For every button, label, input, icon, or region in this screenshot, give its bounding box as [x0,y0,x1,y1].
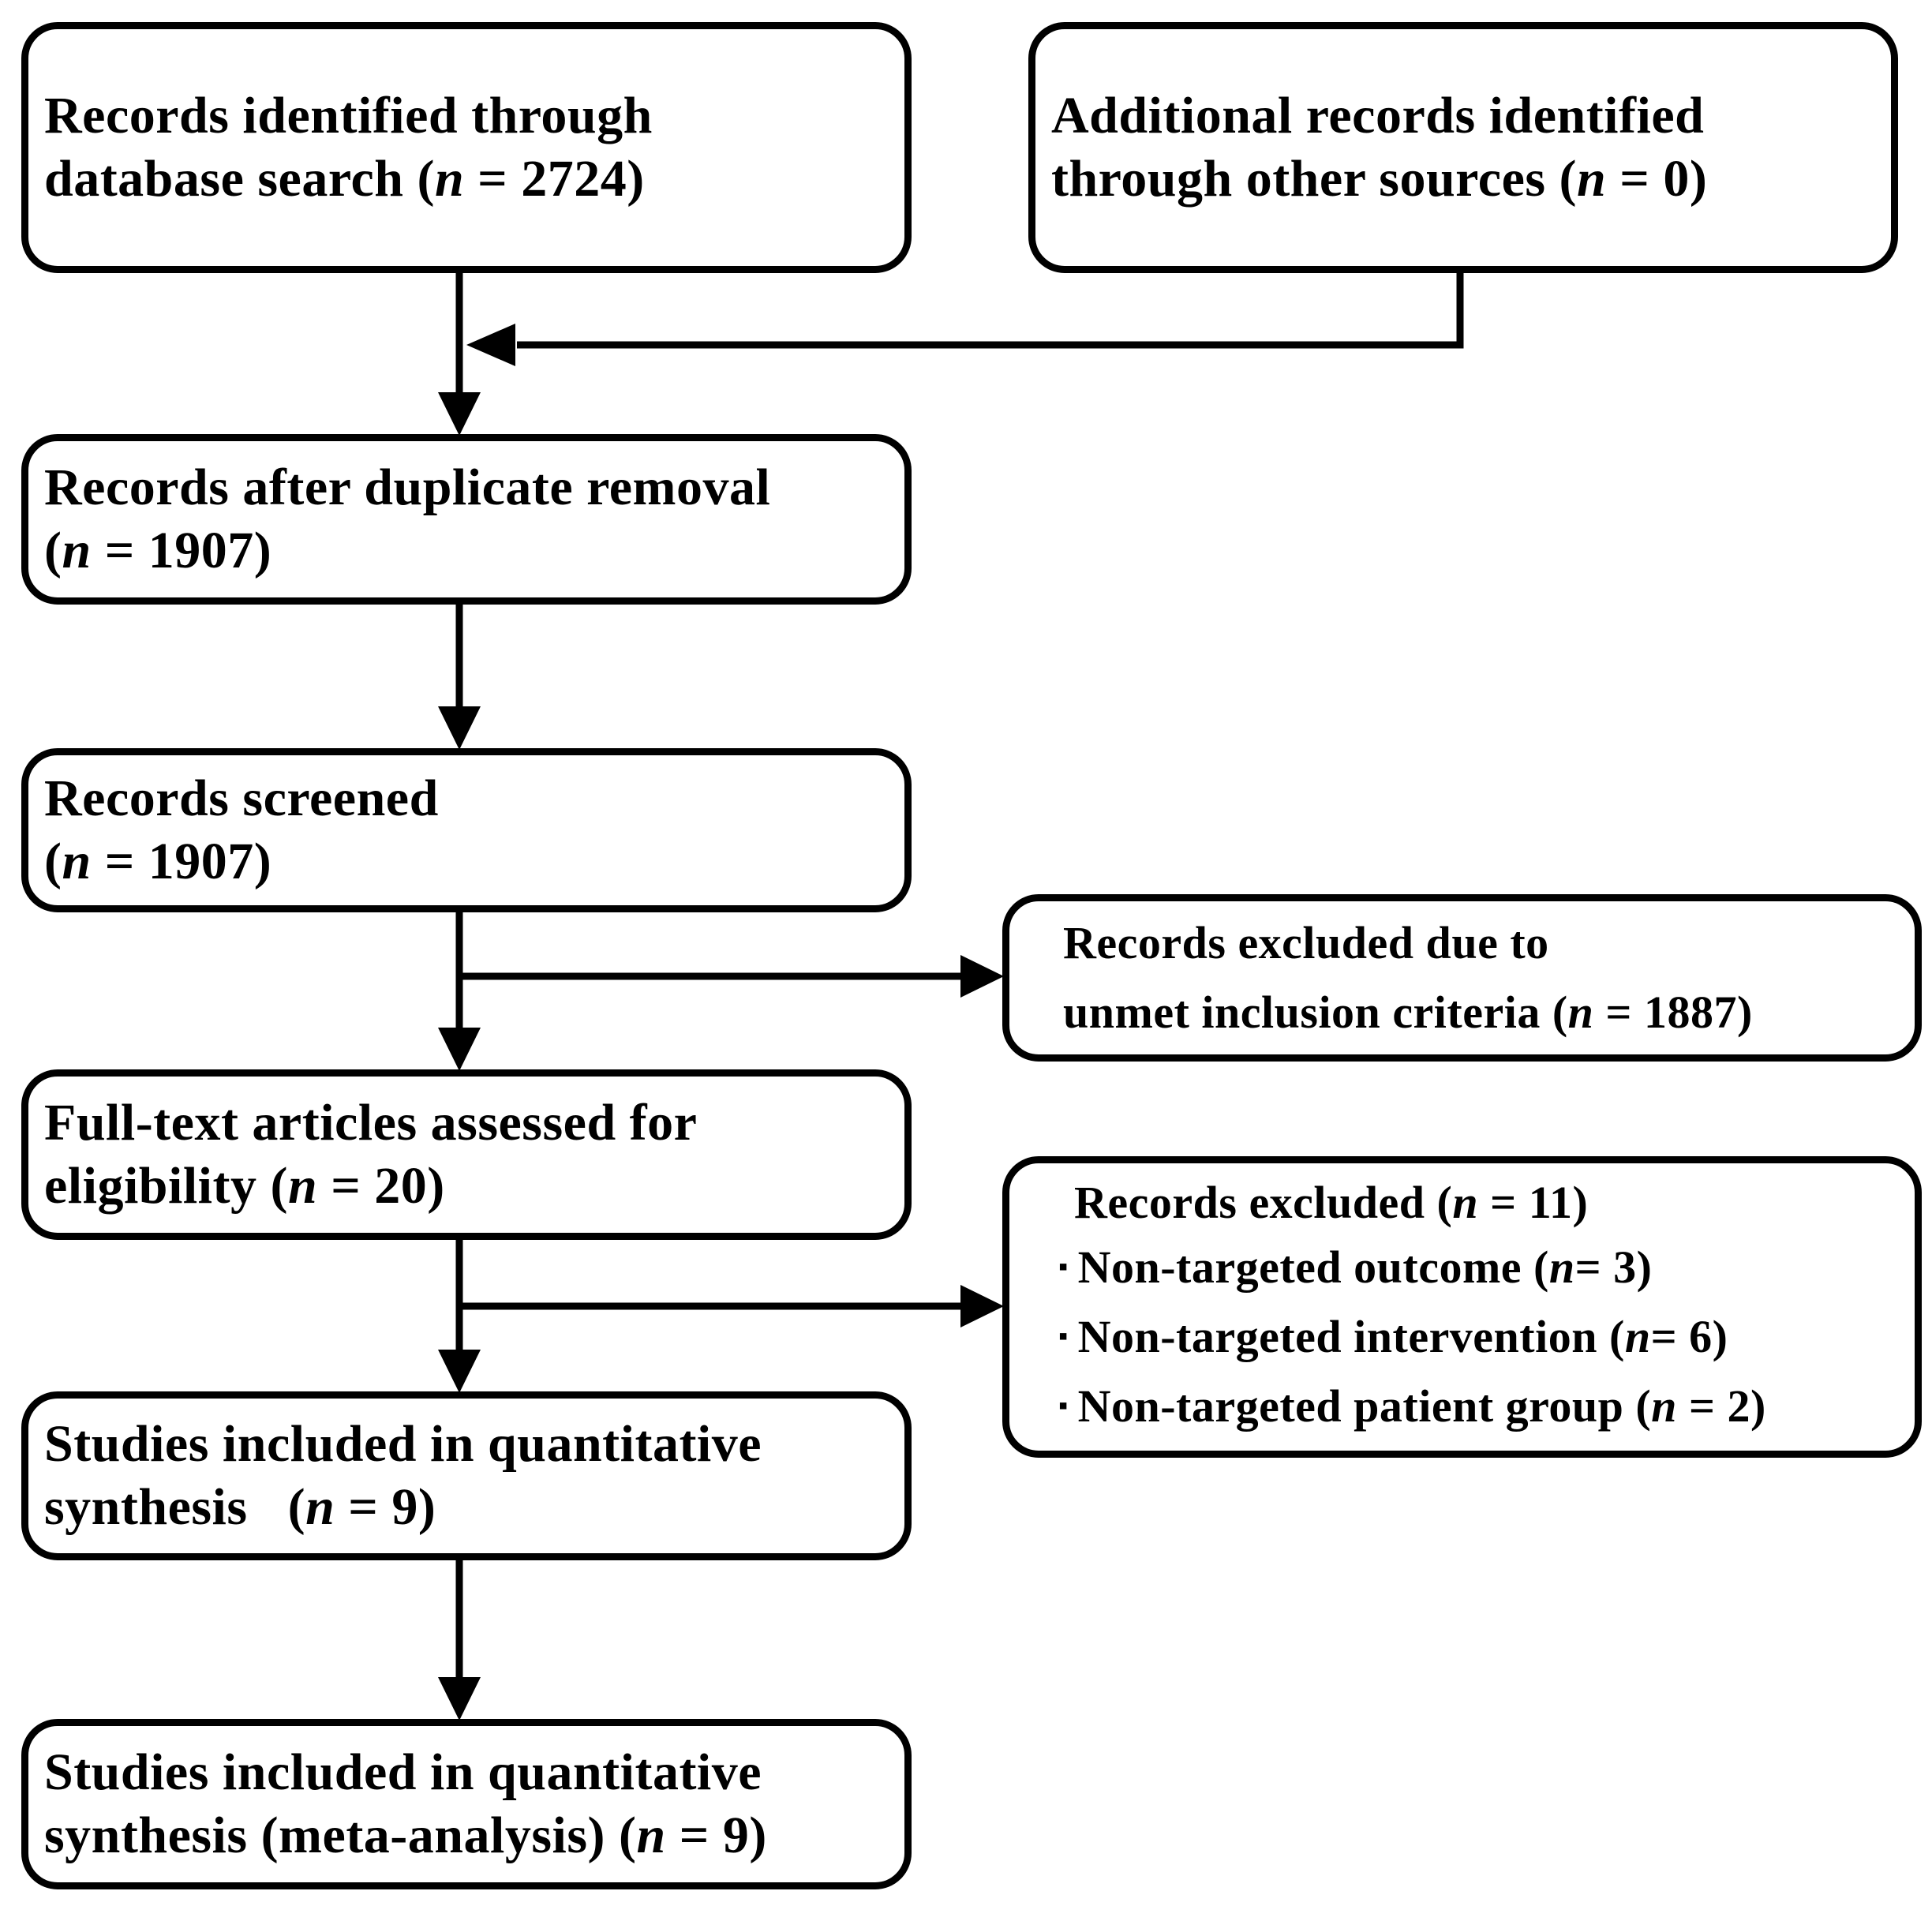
label-text: synthesis (meta-analysis) ( [44,1807,637,1864]
n-variable: n [1577,150,1607,208]
box-quantitative-synthesis: Studies included in quantitative synthes… [21,1391,912,1560]
label-count: = 11) [1478,1177,1589,1229]
bullet-dot-icon: ▪ [1058,1391,1069,1421]
label-line: Records screened [44,767,897,830]
label-line: Records excluded (n = 11) [1009,1170,1915,1235]
label-text: ( [44,833,62,890]
arrowhead-into-screened [438,706,481,750]
arrowhead-into-fulltext-excluded [960,1285,1004,1327]
label-line: Studies included in quantitative [44,1413,897,1476]
arrowhead-into-fulltext [438,1028,481,1071]
label-count: = 3) [1574,1241,1653,1294]
label-count: = 0) [1606,150,1708,208]
n-variable: n [1548,1241,1575,1294]
n-variable: n [434,150,465,208]
label-text: Studies included in quantitative [44,1415,762,1473]
label-line: eligibility (n = 20) [44,1155,897,1218]
label-line: synthesis (n = 9) [44,1476,897,1539]
exclusion-reason: ▪ Non-targeted patient group (n = 2) [1009,1374,1915,1444]
n-variable: n [305,1478,335,1536]
arrowhead-merge-left [466,324,515,366]
label-text: Non-targeted outcome ( [1077,1241,1549,1294]
label-text: unmet inclusion criteria ( [1063,987,1568,1038]
label-text: through other sources ( [1051,150,1578,208]
bullet-dot-icon: ▪ [1058,1321,1069,1351]
label-count: = 9) [335,1478,436,1536]
label-line: (n = 1907) [44,830,897,893]
box-records-identified: Records identified through database sear… [21,22,912,273]
label-line: database search (n = 2724) [44,148,897,211]
label-line: Full-text articles assessed for [44,1092,897,1155]
label-line: unmet inclusion criteria (n = 1887) [1063,978,1915,1047]
bullet-dot-icon: ▪ [1058,1253,1069,1283]
label-text: Non-targeted patient group ( [1077,1380,1652,1432]
label-count: = 6) [1650,1311,1728,1363]
label-text: Records excluded due to [1063,917,1549,968]
arrowhead-into-quantitative [438,1350,481,1393]
box-fulltext-assessed: Full-text articles assessed for eligibil… [21,1069,912,1240]
box-excluded-fulltext: Records excluded (n = 11) ▪Non-targeted … [1002,1156,1922,1458]
arrowhead-into-duplicates [438,392,481,436]
n-variable: n [636,1807,666,1864]
n-variable: n [1624,1311,1651,1363]
label-count: = 1887) [1593,987,1753,1038]
box-records-screened: Records screened (n = 1907) [21,748,912,912]
box-excluded-screening: Records excluded due to unmet inclusion … [1002,894,1922,1062]
arrowhead-into-screening-excluded [960,955,1004,998]
label-count: = 1907) [91,833,272,890]
n-variable: n [287,1157,318,1215]
box-additional-records: Additional records identified through ot… [1028,22,1898,273]
label-count: = 2) [1676,1380,1766,1432]
label-text: database search ( [44,150,435,208]
label-text: Full-text articles assessed for [44,1094,698,1151]
n-variable: n [1567,987,1594,1038]
label-line: synthesis (meta-analysis) (n = 9) [44,1804,897,1867]
box-after-duplicate-removal: Records after duplicate removal (n = 190… [21,434,912,605]
arrowhead-into-meta [438,1677,481,1721]
label-line: through other sources (n = 0) [1051,148,1883,211]
label-line: Studies included in quantitative [44,1741,897,1804]
label-text: Studies included in quantitative [44,1743,762,1801]
label-line: Records after duplicate removal [44,456,897,519]
label-text: eligibility ( [44,1157,288,1215]
label-text: Records excluded ( [1074,1177,1453,1229]
exclusion-reason: ▪ Non-targeted outcome (n= 3) [1009,1235,1915,1305]
label-text: Records after duplicate removal [44,459,771,516]
label-count: = 9) [665,1807,767,1864]
label-line: Records identified through [44,84,897,148]
label-text: Records screened [44,770,439,827]
n-variable: n [62,833,92,890]
label-text: synthesis ( [44,1478,306,1536]
label-line: Records excluded due to [1063,908,1915,978]
label-text: Additional records identified [1051,87,1705,144]
label-text: Non-targeted intervention ( [1077,1311,1625,1363]
line-other-sources-merge [517,273,1464,349]
box-meta-analysis: Studies included in quantitative synthes… [21,1719,912,1889]
n-variable: n [1452,1177,1479,1229]
label-line: (n = 1907) [44,519,897,582]
exclusion-reason: ▪ Non-targeted intervention (n= 6) [1009,1305,1915,1374]
label-count: = 2724) [464,150,645,208]
label-line: Additional records identified [1051,84,1883,148]
label-text: Records identified through [44,87,653,144]
label-count: = 1907) [91,522,272,579]
label-text: ( [44,522,62,579]
n-variable: n [62,522,92,579]
label-count: = 20) [317,1157,445,1215]
n-variable: n [1651,1380,1677,1432]
